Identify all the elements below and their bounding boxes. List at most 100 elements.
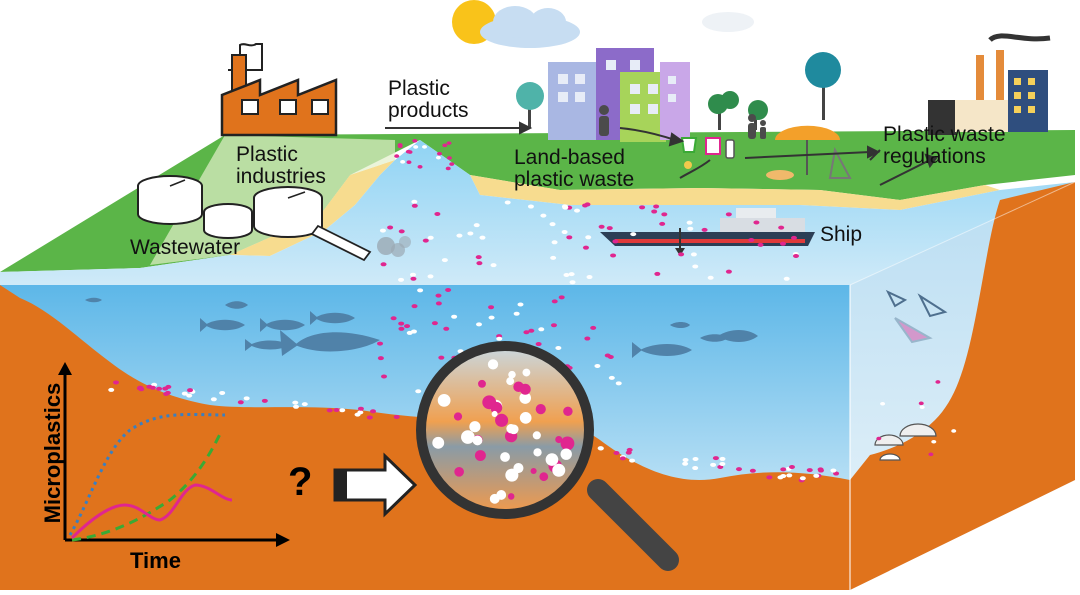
inset-chart-ylabel: Microplastics bbox=[40, 382, 65, 524]
microplastic-particle bbox=[678, 252, 685, 257]
microplastic-particle bbox=[445, 166, 451, 171]
lens-microplastic-particle bbox=[508, 370, 516, 379]
microplastic-particle bbox=[817, 468, 824, 473]
fish-icons bbox=[85, 297, 758, 358]
label-plastic-products-line1: Plastic bbox=[388, 77, 450, 100]
microplastic-particle bbox=[394, 154, 400, 158]
microplastic-particle bbox=[692, 264, 699, 269]
microplastic-particle bbox=[783, 276, 790, 281]
microplastic-particle bbox=[830, 468, 837, 473]
microplastic-particle bbox=[597, 446, 604, 451]
lens-microplastic-particle bbox=[508, 424, 519, 435]
microplastic-particle bbox=[446, 156, 452, 160]
microplastic-particle bbox=[377, 356, 384, 361]
microplastic-particle bbox=[411, 304, 418, 309]
microplastic-particle bbox=[766, 475, 773, 480]
label-ship: Ship bbox=[820, 223, 863, 246]
lens-microplastic-particle bbox=[519, 412, 532, 424]
factory-icon-right bbox=[928, 33, 1051, 135]
lens-microplastic-particle bbox=[461, 430, 475, 444]
microplastic-particle bbox=[550, 255, 557, 260]
microplastic-particle bbox=[261, 398, 268, 403]
lens-microplastic-particle bbox=[522, 368, 531, 377]
lens-microplastic-particle bbox=[507, 493, 515, 500]
lens-microplastic-particle bbox=[487, 359, 499, 370]
microplastic-particle bbox=[413, 145, 419, 149]
microplastic-particle bbox=[527, 204, 534, 209]
microplastic-particle bbox=[608, 375, 615, 380]
microplastic-particle bbox=[880, 401, 886, 406]
microplastic-particle bbox=[582, 203, 589, 208]
microplastic-particle bbox=[379, 228, 386, 233]
microplastic-particle bbox=[654, 271, 661, 276]
microplastic-particle bbox=[813, 473, 820, 478]
microplastic-particle bbox=[398, 229, 405, 234]
microplastic-particle bbox=[757, 242, 764, 247]
microplastic-particle bbox=[619, 456, 626, 461]
microplastic-particle bbox=[538, 327, 545, 332]
microplastic-particle bbox=[165, 384, 172, 389]
lens-microplastic-particle bbox=[535, 404, 546, 415]
microplastic-particle bbox=[606, 226, 613, 231]
microplastic-particle bbox=[417, 288, 424, 293]
microplastic-particle bbox=[243, 396, 250, 401]
microplastic-particle bbox=[445, 288, 452, 293]
lens-microplastic-particle bbox=[496, 490, 507, 500]
microplastic-particle bbox=[377, 341, 384, 346]
microplastic-particle bbox=[292, 400, 299, 405]
lens-microplastic-particle bbox=[519, 392, 532, 404]
microplastic-particle bbox=[397, 144, 403, 149]
label-regulations-line2: regulations bbox=[883, 145, 986, 168]
lens-microplastic-particle bbox=[539, 472, 549, 482]
tree-icon bbox=[516, 52, 841, 130]
microplastic-particle bbox=[422, 238, 429, 243]
microplastic-particle bbox=[585, 235, 592, 240]
microplastic-particle bbox=[551, 299, 558, 304]
microplastic-particle bbox=[598, 224, 605, 229]
flow-arrows bbox=[385, 121, 938, 186]
microplastic-particle bbox=[653, 204, 660, 209]
microplastic-particle bbox=[951, 429, 957, 433]
microplastic-particle bbox=[928, 452, 934, 457]
sand-beach-right bbox=[470, 175, 1000, 210]
microplastic-particle bbox=[381, 374, 388, 379]
curve-green bbox=[71, 429, 224, 542]
microplastic-particle bbox=[400, 160, 406, 164]
microplastic-particle bbox=[333, 407, 340, 412]
microplastic-particle bbox=[568, 272, 575, 277]
lens-microplastic-particle bbox=[552, 463, 566, 477]
microplastic-particle bbox=[523, 330, 530, 335]
microplastic-particle bbox=[513, 311, 520, 316]
microplastic-particle bbox=[876, 436, 882, 441]
microplastic-particle bbox=[467, 231, 474, 236]
microplastic-particle bbox=[431, 321, 438, 326]
microplastic-particle bbox=[108, 387, 115, 392]
microplastic-particle bbox=[422, 145, 428, 149]
microplastic-particle bbox=[473, 223, 480, 228]
microplastic-particle bbox=[717, 465, 724, 470]
microplastic-particle bbox=[735, 467, 742, 472]
lens-microplastic-particle bbox=[491, 410, 498, 417]
microplastic-particle bbox=[692, 457, 699, 462]
microplastic-particle bbox=[354, 412, 361, 417]
microplastic-particle bbox=[590, 325, 597, 330]
microplastic-particle bbox=[566, 235, 573, 240]
microplastic-particle bbox=[629, 458, 636, 463]
microplastic-particle bbox=[561, 230, 568, 235]
microplastic-particle bbox=[719, 461, 726, 466]
microplastic-particle bbox=[586, 275, 593, 280]
microplastic-particle bbox=[535, 342, 542, 347]
microplastic-particle bbox=[410, 276, 417, 281]
microplastic-particle bbox=[443, 326, 450, 331]
lens-microplastic-particle bbox=[533, 448, 542, 457]
microplastic-particle bbox=[686, 220, 693, 225]
microplastic-particle bbox=[504, 200, 511, 205]
microplastic-particle bbox=[604, 353, 611, 358]
microplastic-particle bbox=[370, 409, 377, 414]
microplastic-particle bbox=[446, 141, 452, 145]
lens-microplastic-particle bbox=[469, 421, 481, 433]
microplastic-particle bbox=[918, 401, 924, 406]
microplastic-particle bbox=[442, 143, 448, 148]
lens-microplastic-particle bbox=[495, 413, 509, 427]
microplastic-particle bbox=[398, 321, 405, 326]
